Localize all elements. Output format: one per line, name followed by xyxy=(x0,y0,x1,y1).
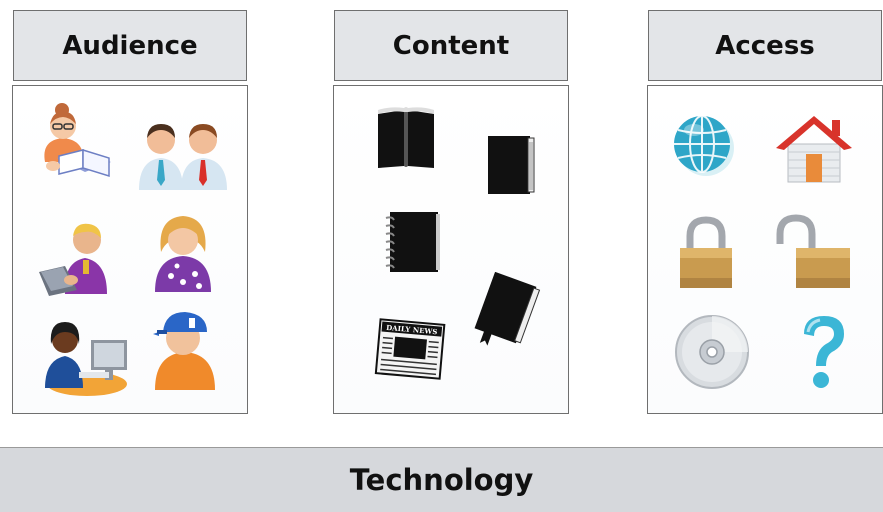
cd-disc-icon xyxy=(672,312,752,392)
access-header: Access xyxy=(648,10,882,81)
unlocked-padlock-icon xyxy=(774,214,854,292)
content-title: Content xyxy=(392,30,510,61)
boy-with-cap-icon xyxy=(149,304,221,392)
newspaper-masthead: DAILY NEWS xyxy=(386,323,438,336)
laptop-user-icon xyxy=(35,212,115,296)
audience-panel xyxy=(12,85,248,414)
teacher-reading-icon xyxy=(33,102,113,194)
newspaper-icon: DAILY NEWS xyxy=(374,318,446,382)
globe-icon xyxy=(670,112,736,178)
open-book-icon xyxy=(374,106,438,170)
content-panel: DAILY NEWS xyxy=(333,85,569,414)
woman-icon xyxy=(147,208,219,294)
access-title: Access xyxy=(715,30,815,61)
spiral-notebook-icon xyxy=(382,208,444,276)
locked-padlock-icon xyxy=(676,216,738,292)
business-people-icon xyxy=(135,112,231,192)
audience-title: Audience xyxy=(62,30,198,61)
house-icon xyxy=(772,110,854,186)
computer-user-icon xyxy=(39,310,131,400)
closed-book-icon xyxy=(484,132,538,196)
content-header: Content xyxy=(334,10,568,81)
book-with-bookmark-icon xyxy=(468,272,544,352)
technology-bar: Technology xyxy=(0,447,883,512)
audience-header: Audience xyxy=(13,10,247,81)
access-panel xyxy=(647,85,883,414)
technology-title: Technology xyxy=(349,463,534,497)
question-mark-icon xyxy=(796,312,852,392)
